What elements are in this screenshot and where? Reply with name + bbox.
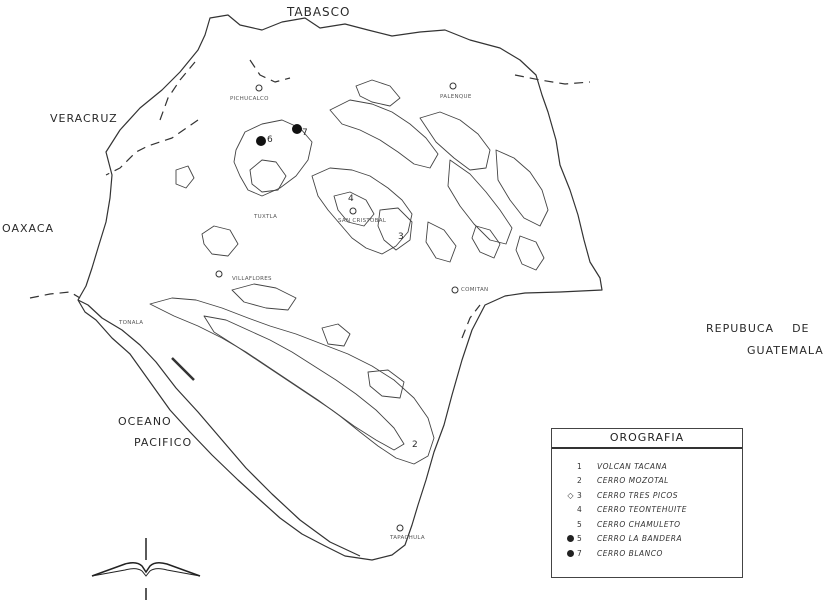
town-marker-comitan <box>451 286 459 294</box>
guatemala-boundary <box>461 304 481 339</box>
sierra-madre-contour <box>231 283 297 311</box>
relief-contour <box>419 111 491 171</box>
peak-label-7: 7 <box>302 128 309 138</box>
label-san-cristobal: SAN CRISTOBAL <box>338 218 387 224</box>
sierra-madre-contour <box>203 315 405 451</box>
legend-item: 1 VOLCAN TACANA <box>577 461 668 471</box>
town-marker-tapachula <box>396 524 404 532</box>
relief-contour <box>495 149 549 227</box>
relief-contour <box>249 159 287 193</box>
peak-dot-6 <box>256 136 266 146</box>
peak-label-3: 3 <box>398 232 405 242</box>
label-oaxaca: OAXACA <box>2 222 55 235</box>
coastal-lagoon <box>171 357 195 381</box>
sierra-madre-contour <box>367 369 405 399</box>
legend-item: 7 CERRO BLANCO <box>552 546 742 561</box>
town-marker-villaflores <box>215 270 223 278</box>
peak-dot-7 <box>292 124 302 134</box>
relief-contour <box>515 235 545 271</box>
tabasco-boundary-west <box>159 61 196 121</box>
legend-item: ◇ 3 CERRO TRES PICOS <box>552 488 742 503</box>
label-guatemala-line2: GUATEMALA <box>747 344 824 357</box>
tabasco-boundary-east <box>514 74 591 85</box>
label-comitan: COMITAN <box>461 287 489 293</box>
relief-contour <box>333 191 375 227</box>
relief-contour <box>175 165 195 189</box>
dot-marker-icon <box>552 535 574 543</box>
legend-list: 1 VOLCAN TACANA 2 CERRO MOZOTAL ◇ 3 CERR… <box>552 449 742 561</box>
label-pichucalco: PICHUCALCO <box>230 96 269 102</box>
north-arrow-icon <box>91 538 201 600</box>
legend-item: 2 CERRO MOZOTAL <box>577 476 669 486</box>
town-marker-san-cristobal <box>349 207 357 215</box>
relief-contour <box>355 79 401 107</box>
dot-marker-icon <box>552 549 574 557</box>
relief-contour <box>329 99 439 169</box>
state-boundary <box>77 14 603 561</box>
relief-contour <box>201 225 239 257</box>
label-guatemala-line1: REPUBUCA DE <box>706 322 810 335</box>
orography-legend: OROGRAFIA 1 VOLCAN TACANA 2 CERRO MOZOTA… <box>551 428 743 578</box>
peak-label-2: 2 <box>412 440 419 450</box>
legend-title: OROGRAFIA <box>552 429 742 449</box>
legend-item: 4 CERRO TEONTEHUITE <box>577 505 688 515</box>
label-veracruz: VERACRUZ <box>50 112 118 125</box>
sierra-madre-contour <box>149 297 435 465</box>
label-tuxtla: TUXTLA <box>254 214 278 220</box>
town-marker-pichucalco <box>255 84 263 92</box>
town-marker-palenque <box>449 82 457 90</box>
diamond-marker-icon: ◇ <box>567 490 574 500</box>
label-tonala: TONALA <box>119 320 144 326</box>
peak-label-6: 6 <box>267 135 274 145</box>
relief-contour <box>311 167 413 255</box>
legend-item: 5 CERRO CHAMULETO <box>577 519 681 529</box>
oaxaca-boundary <box>29 291 81 299</box>
relief-contour <box>425 221 457 263</box>
label-tabasco: TABASCO <box>287 5 351 19</box>
sierra-madre-contour <box>321 323 351 347</box>
legend-item: 5 CERRO LA BANDERA <box>552 532 742 547</box>
label-tapachula: TAPACHULA <box>390 535 425 541</box>
coastline <box>77 299 361 557</box>
veracruz-boundary <box>105 119 199 176</box>
label-palenque: PALENQUE <box>440 94 472 100</box>
relief-contour <box>377 207 413 251</box>
relief-contour <box>233 119 313 197</box>
relief-contour <box>471 225 501 259</box>
label-ocean-line1: OCEANO <box>118 415 172 428</box>
peak-label-4: 4 <box>348 194 355 204</box>
label-villaflores: VILLAFLORES <box>232 276 272 282</box>
tabasco-inner-boundary <box>249 59 291 83</box>
label-ocean-line2: PACIFICO <box>134 436 193 449</box>
relief-contour <box>447 159 513 245</box>
